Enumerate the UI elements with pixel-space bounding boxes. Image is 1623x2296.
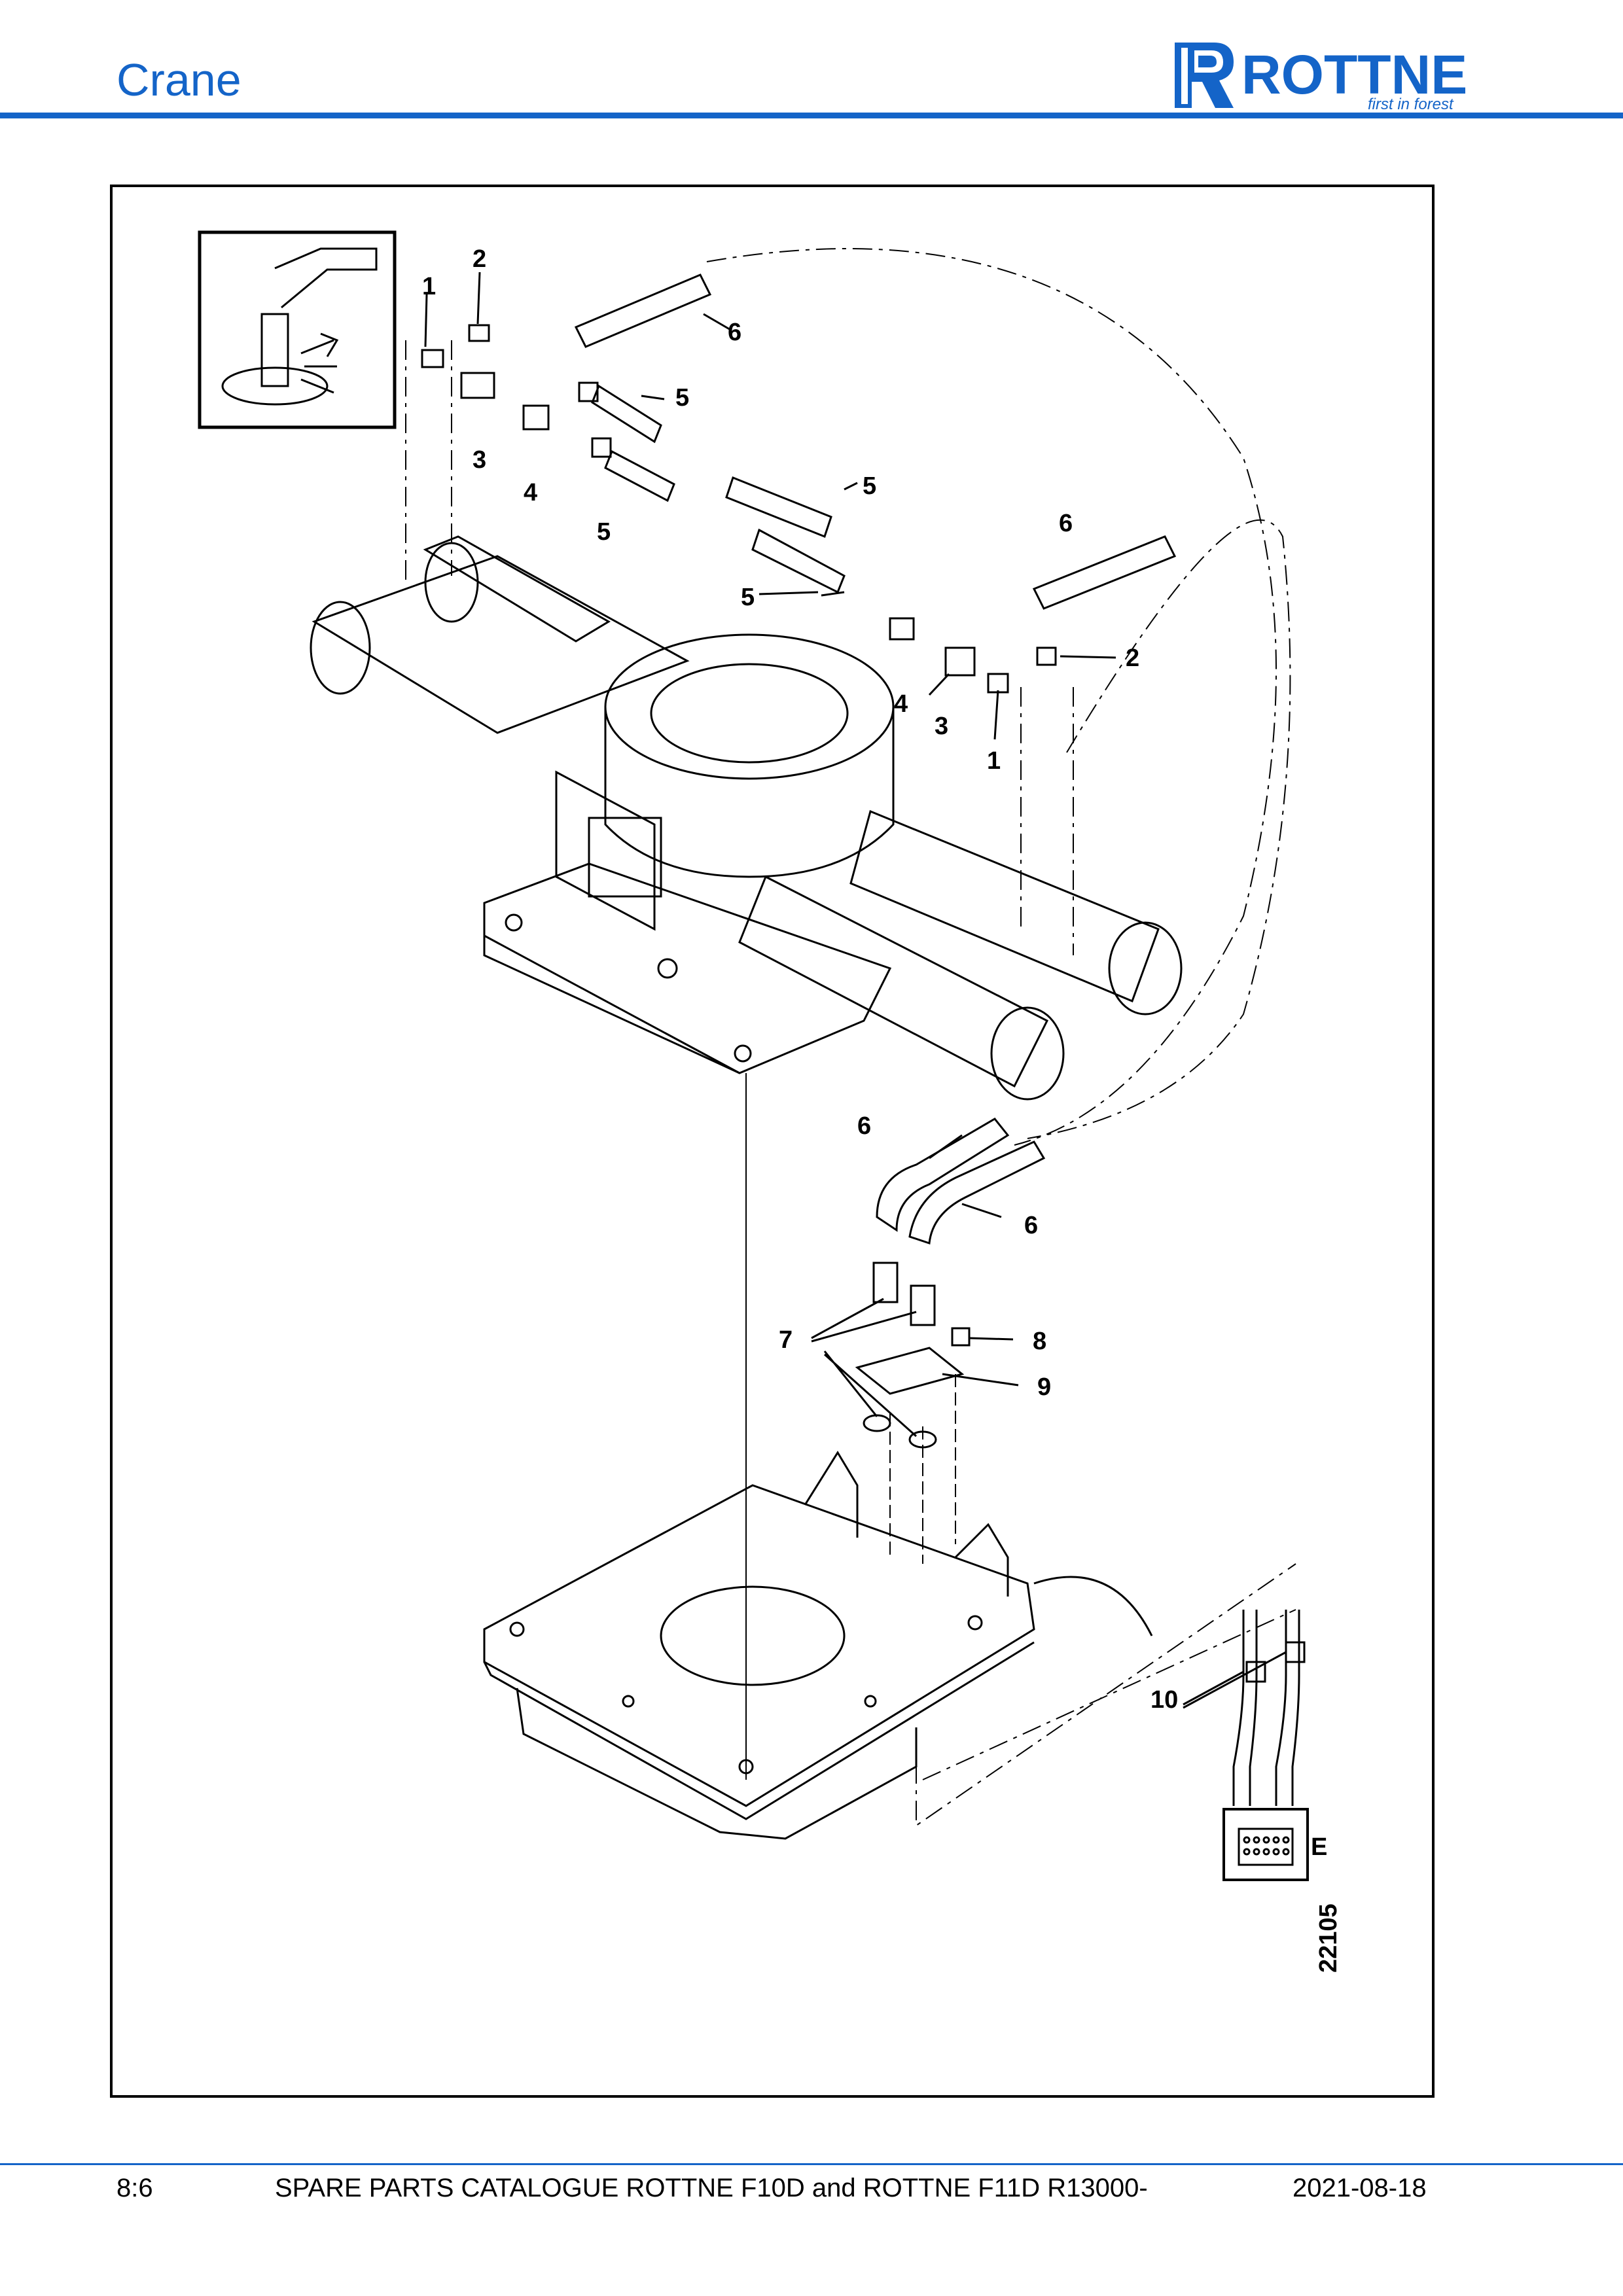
logo-brand: ROTTNE	[1241, 44, 1467, 105]
callout-1-right: 1	[987, 747, 1001, 775]
rottne-logo: ROTTNE first in forest	[1175, 43, 1467, 113]
connector-label: E	[1311, 1833, 1327, 1861]
rottne-r-icon	[1175, 43, 1234, 108]
callout-5-lower: 5	[741, 584, 755, 611]
drawing-frame	[110, 185, 1435, 2098]
logo-tagline: first in forest	[1368, 96, 1454, 113]
lower-right-hoses	[1232, 1610, 1306, 1806]
lower-hoses-and-fittings	[855, 1118, 1046, 1449]
connector-box-e	[1222, 1808, 1309, 1881]
crane-base-frame	[483, 1374, 1296, 1840]
callout-5-upper: 5	[675, 384, 689, 412]
footer-document-title: SPARE PARTS CATALOGUE ROTTNE F10D and RO…	[275, 2174, 1148, 2202]
upper-fittings-right	[725, 476, 1177, 694]
page-title: Crane	[116, 54, 241, 105]
header-rule	[0, 113, 1623, 118]
callout-3-upper: 3	[473, 446, 486, 474]
footer-page-number: 8:6	[116, 2174, 153, 2202]
slewing-cylinder-upper-left	[310, 535, 690, 734]
callout-8: 8	[1033, 1328, 1046, 1355]
callout-7: 7	[779, 1326, 793, 1354]
callout-9: 9	[1037, 1373, 1051, 1401]
callout-6-upper: 6	[728, 319, 741, 346]
callout-1-upper: 1	[422, 273, 436, 300]
callout-5-mid-right: 5	[863, 472, 876, 500]
callout-6-right: 6	[1059, 510, 1073, 537]
crane-slewing-housing	[483, 633, 895, 1074]
slewing-cylinder-right-front	[738, 809, 1183, 1101]
figure-number: 22105	[1315, 1903, 1342, 1973]
callout-4-upper: 4	[524, 479, 537, 506]
callout-4-right: 4	[894, 690, 908, 718]
footer-date: 2021-08-18	[1293, 2174, 1427, 2202]
upper-fittings-left	[421, 274, 712, 503]
callout-2-right: 2	[1126, 645, 1139, 672]
callout-2-upper: 2	[473, 245, 486, 273]
callout-6-lower-right: 6	[1024, 1212, 1038, 1239]
callout-10: 10	[1150, 1686, 1178, 1714]
callout-3-right: 3	[935, 713, 948, 740]
callout-6-lower-left: 6	[857, 1112, 871, 1140]
torque-wrench-icon	[198, 230, 397, 429]
callout-5-mid-left: 5	[597, 518, 611, 546]
footer-rule	[0, 2163, 1623, 2165]
